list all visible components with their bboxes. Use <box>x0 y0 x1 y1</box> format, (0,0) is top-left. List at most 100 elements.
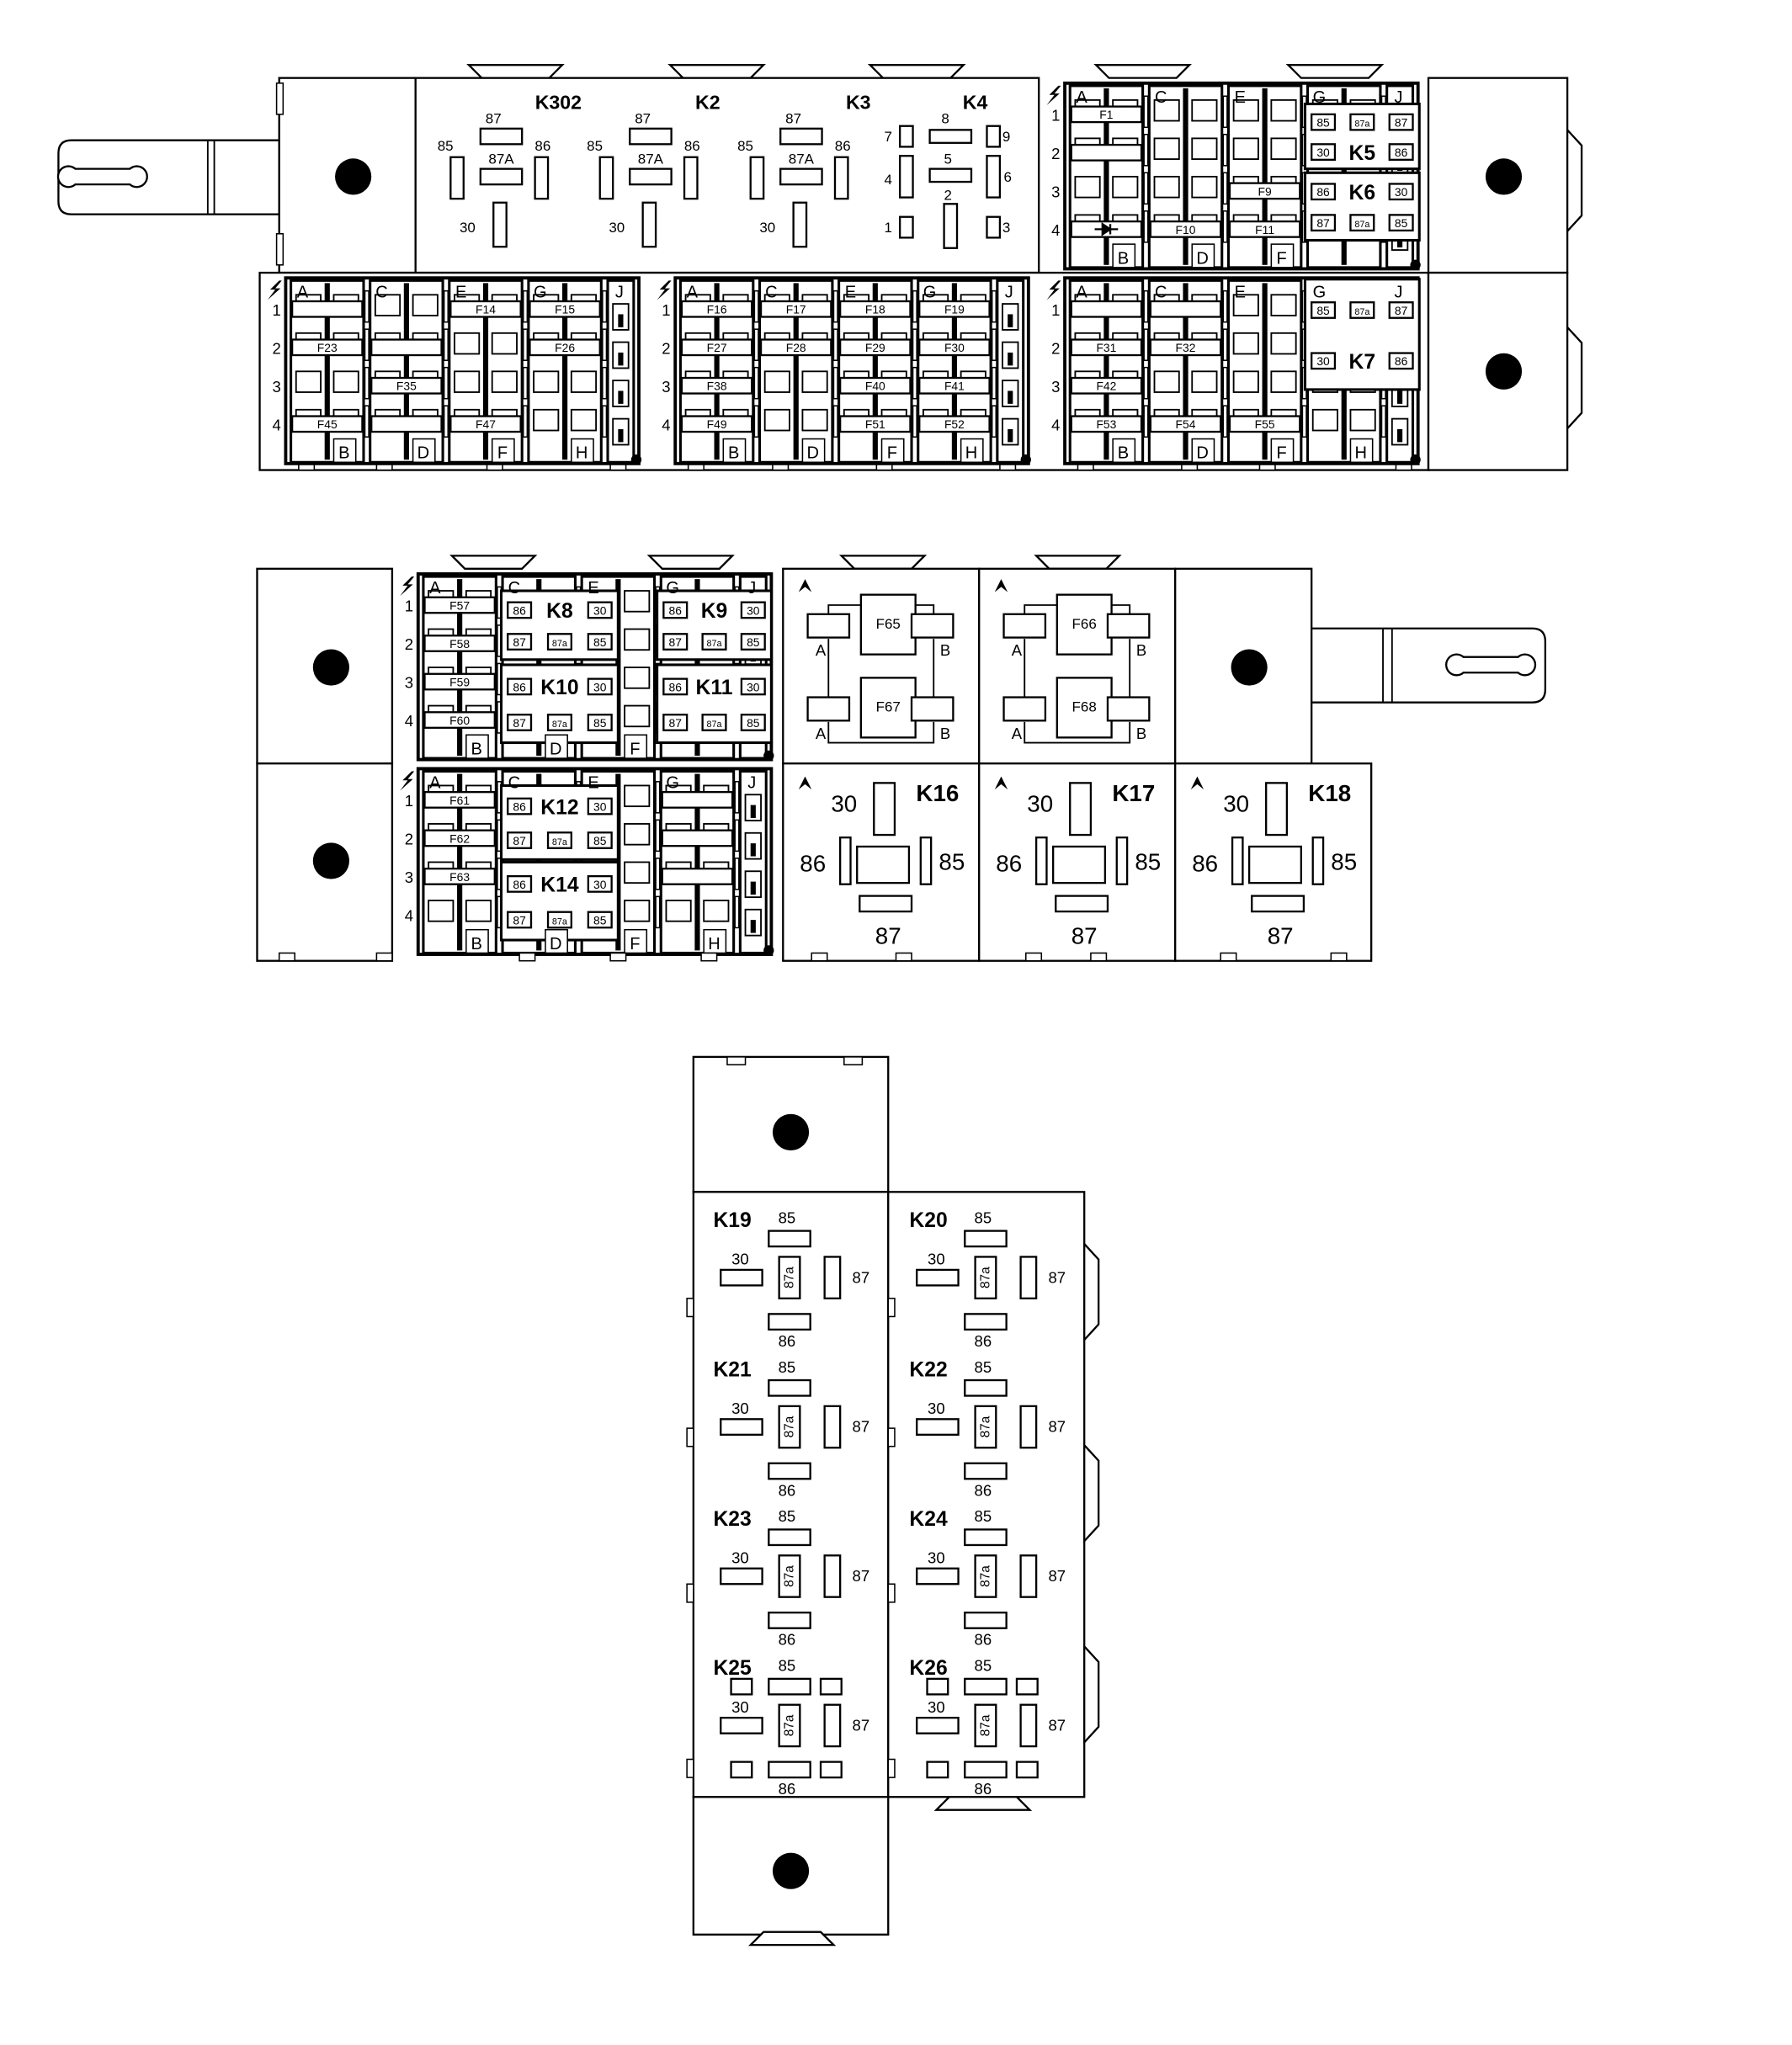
terminal-cell <box>533 408 560 432</box>
column-letter: B <box>338 444 349 463</box>
terminal-cell <box>491 332 518 355</box>
side-tab <box>887 1298 896 1318</box>
fuse-slot <box>1149 300 1222 318</box>
pin-87 <box>1311 214 1337 232</box>
pin-label: 30 <box>731 1698 749 1716</box>
pin-label: 86 <box>513 799 526 813</box>
pin-label: 85 <box>1316 304 1330 317</box>
contact-strip <box>482 283 489 460</box>
letter-cell <box>1112 438 1136 464</box>
terminal-cell <box>624 590 651 613</box>
pin-label: 86 <box>975 1481 992 1499</box>
orientation-dot <box>630 454 642 465</box>
row-number: 1 <box>405 792 413 810</box>
pin-label: 30 <box>928 1549 945 1567</box>
retaining-clip-icon <box>646 555 735 570</box>
relay-title: K10 <box>540 677 578 699</box>
terminal-cell <box>1112 175 1139 199</box>
fuse-f27 <box>680 338 753 357</box>
cavity-separator <box>1222 210 1228 243</box>
letter-cell <box>491 438 515 464</box>
fuse-f65 <box>859 593 917 656</box>
column-letter: F <box>887 444 897 463</box>
pin-87 <box>1019 1703 1038 1748</box>
pin-label: 30 <box>831 790 857 816</box>
pin-85 <box>740 714 766 731</box>
terminal-cell <box>624 667 651 689</box>
cavity-separator <box>1222 133 1228 167</box>
column-letter: C <box>765 283 777 301</box>
fuse-terminal <box>1002 613 1047 639</box>
pin-label: 6 <box>1003 169 1011 185</box>
pin-label: 30 <box>731 1251 749 1268</box>
pin-label: 1 <box>885 220 892 236</box>
letter-cell <box>571 438 594 464</box>
cavity-separator <box>522 328 529 361</box>
terminal-pin <box>1397 390 1403 404</box>
column-letter: F <box>497 444 508 463</box>
column-letter: G <box>1313 283 1327 301</box>
pin-2 <box>943 203 959 249</box>
pin-30 <box>740 677 766 696</box>
pin-label: 87a <box>979 1267 993 1288</box>
pin-85 <box>964 1230 1008 1248</box>
fuse-f49 <box>680 415 753 433</box>
terminal-cell <box>624 784 651 808</box>
row-number: 2 <box>272 339 280 357</box>
pin-label: 85 <box>975 1507 992 1525</box>
pin-9 <box>986 125 1002 148</box>
terminal-cell <box>465 900 492 922</box>
pin-label: 30 <box>460 220 476 236</box>
pin-30 <box>740 601 766 619</box>
terminal-cell <box>801 408 828 432</box>
warning-triangle-icon <box>994 579 1008 592</box>
pin-label: 30 <box>1027 790 1053 816</box>
cavity-separator <box>443 366 449 400</box>
row-number: 4 <box>272 417 280 434</box>
fuse-f38 <box>680 376 753 395</box>
pin-30 <box>641 201 657 248</box>
terminal-cell <box>491 370 518 393</box>
pin-87a <box>479 167 524 186</box>
retaining-clip-icon <box>667 64 766 79</box>
pin-30 <box>720 1268 763 1287</box>
pin-label: 30 <box>593 878 607 891</box>
housing-outline <box>827 604 935 744</box>
pin-label: 85 <box>779 1358 796 1376</box>
letter-cell <box>1112 243 1136 268</box>
fuse-f45 <box>290 415 364 433</box>
pin-label: 87a <box>552 916 567 927</box>
row-number: 3 <box>1051 378 1060 396</box>
pin-label: 30 <box>1223 790 1249 816</box>
fuse-f16 <box>680 300 753 318</box>
pin-label: 9 <box>1002 129 1010 145</box>
pin-86 <box>507 677 533 696</box>
fuse-f30 <box>918 338 991 357</box>
contact-strip <box>951 283 958 460</box>
orientation-dot <box>1410 259 1421 270</box>
column-letter: D <box>550 935 561 953</box>
column-letter: H <box>965 444 977 463</box>
aux-terminal <box>926 1677 949 1696</box>
pin-86 <box>507 601 533 619</box>
pin-87 <box>823 1256 842 1299</box>
fuse-slot <box>661 791 734 809</box>
fuse-f52 <box>918 415 991 433</box>
pin-label: 87 <box>513 635 526 649</box>
column-letter: C <box>508 774 520 793</box>
terminal-label: B <box>940 641 950 659</box>
pin-86 <box>964 1761 1008 1779</box>
cavity-separator <box>753 328 759 361</box>
cavity-separator <box>991 328 997 361</box>
mounting-hole-icon <box>1485 158 1523 195</box>
pin-label: 87 <box>1049 1717 1066 1734</box>
pin-86 <box>662 677 689 696</box>
column-letter: D <box>1196 444 1208 463</box>
cavity-separator <box>655 895 661 929</box>
mounting-hole-icon <box>335 158 372 195</box>
diode-icon <box>1094 222 1119 236</box>
cavity-separator <box>1222 328 1228 361</box>
pin-label: 87A <box>789 151 815 167</box>
contact-strip <box>714 283 720 460</box>
fuse-label: F31 <box>1096 341 1116 354</box>
